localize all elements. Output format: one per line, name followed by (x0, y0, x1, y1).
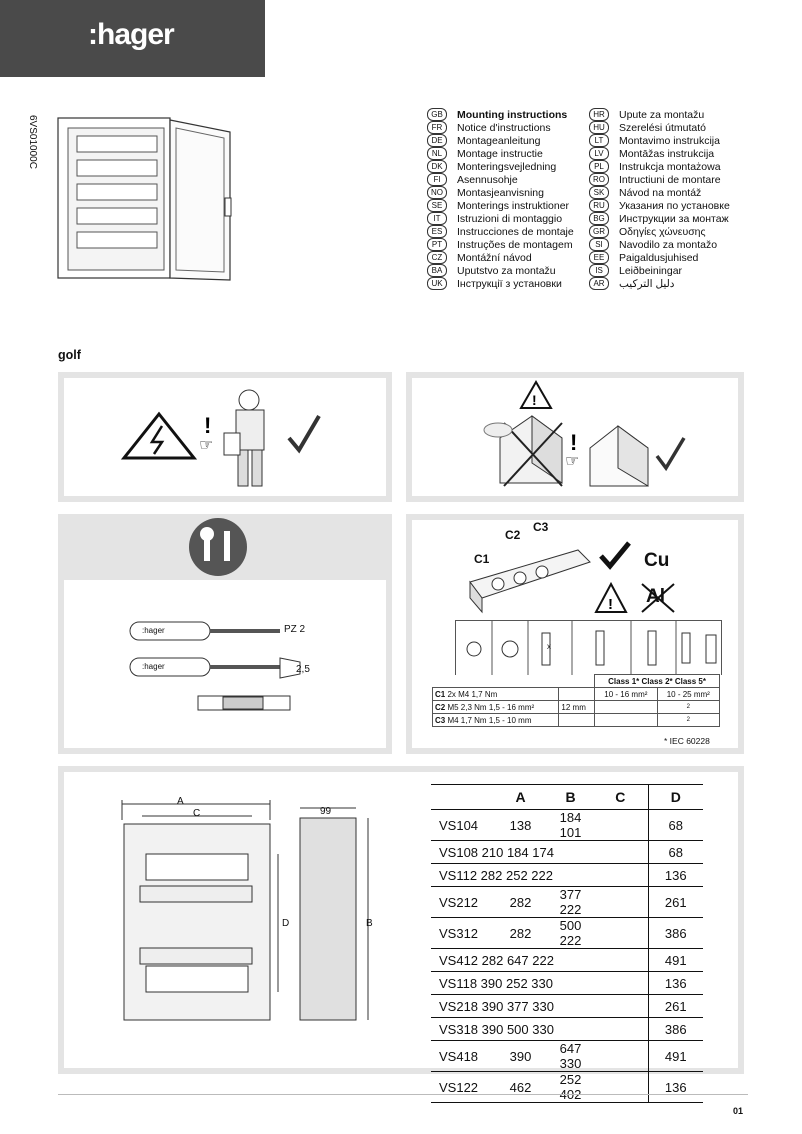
dimension-depth-label: 99 (320, 806, 332, 817)
page-number: 01 (733, 1106, 744, 1116)
brand-logo: :hager (88, 18, 175, 51)
strip-length-icon (541, 632, 551, 666)
tool-brand-label: :hager (142, 626, 165, 635)
wire-spec-table: Class 1* Class 2* Class 5* C1 2x M4 1,7 … (431, 674, 721, 727)
table-row: C1 2x M4 1,7 Nm 10 - 16 mm² 10 - 25 mm² (431, 687, 721, 701)
dimension-drawing (121, 800, 369, 1021)
checkmark-icon (599, 541, 631, 570)
document-code: 6VS01000C (27, 115, 38, 169)
dimension-c-label: C (193, 808, 201, 819)
pointing-hand-icon: ☞ (199, 435, 213, 454)
flexible-wire-icon (681, 632, 691, 664)
iec-footnote: * IEC 60228 (664, 736, 710, 746)
terminal-c2-label: C2 (505, 528, 521, 542)
cross-out-icon (641, 583, 675, 613)
flat-size-label: 2,5 (296, 664, 310, 675)
dimension-a-label: A (177, 796, 184, 807)
tools-icon (189, 518, 247, 576)
exclamation-icon: ! (204, 413, 211, 438)
stranded-wire-icon (647, 630, 657, 666)
tool-brand-label: :hager (142, 662, 165, 671)
footer-divider (58, 1094, 748, 1095)
screwdrivers-illustration (129, 621, 301, 711)
pz-size-label: PZ 2 (284, 624, 306, 635)
electrician-illustration: ! ☞ (120, 389, 321, 487)
table-row: C2 M5 2,3 Nm 1,5 - 16 mm² 12 mm 2 (431, 700, 721, 714)
strip-length-x-label: x (547, 642, 551, 651)
wiring-icon-row (455, 620, 722, 675)
table-row: Class 1* Class 2* Class 5* (433, 674, 720, 688)
ferrule-icon (705, 634, 717, 664)
terminal-c3-label: C3 (533, 520, 549, 534)
exclamation-icon: ! (570, 430, 577, 455)
indoor-use-illustration: ! ! ☞ (483, 379, 686, 487)
checkmark-icon (287, 414, 321, 454)
table-row: C3 M4 1,7 Nm 1,5 - 10 mm 2 (431, 713, 721, 727)
section-label: golf (58, 348, 81, 362)
svg-text:!: ! (608, 596, 613, 613)
screw-icon (466, 641, 482, 657)
dimension-d-label: D (282, 918, 290, 929)
copper-label: Cu (644, 550, 670, 571)
terminal-c1-label: C1 (474, 552, 490, 566)
warning-icon: ! (532, 392, 537, 408)
terminal-block-illustration (469, 549, 591, 614)
table-header: A B C D (431, 784, 703, 810)
dimension-b-label: B (366, 918, 373, 929)
brand-bar (0, 0, 265, 77)
warning-icon: ! (594, 582, 628, 613)
torque-icon (501, 640, 519, 658)
checkmark-icon (655, 437, 686, 472)
pointing-hand-icon: ☞ (565, 451, 579, 470)
solid-wire-icon (595, 630, 605, 666)
enclosure-illustration (57, 117, 232, 281)
